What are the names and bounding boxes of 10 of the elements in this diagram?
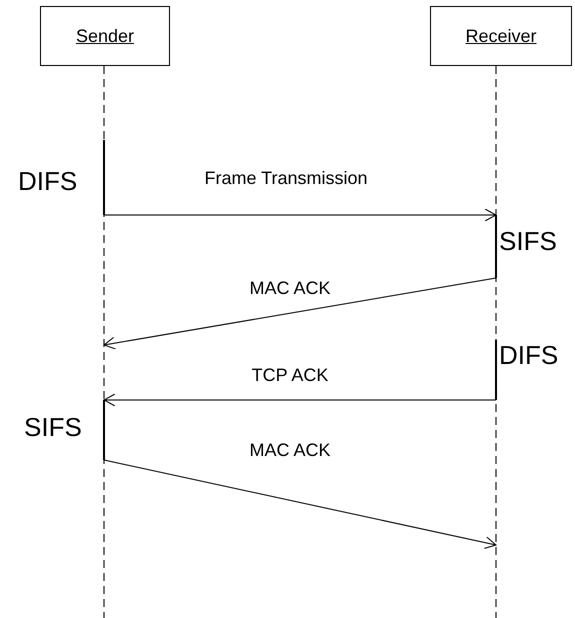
participant-name: Receiver (465, 26, 537, 46)
message-arrow (104, 460, 496, 550)
interval-label: DIFS (499, 340, 558, 371)
interval-label: DIFS (18, 166, 78, 197)
message-arrow (104, 394, 496, 406)
message-arrow (104, 278, 496, 350)
interval-label: SIFS (24, 412, 82, 443)
interval-label: SIFS (499, 226, 557, 257)
participant-name: Sender (76, 26, 134, 46)
message-arrow (104, 208, 496, 222)
